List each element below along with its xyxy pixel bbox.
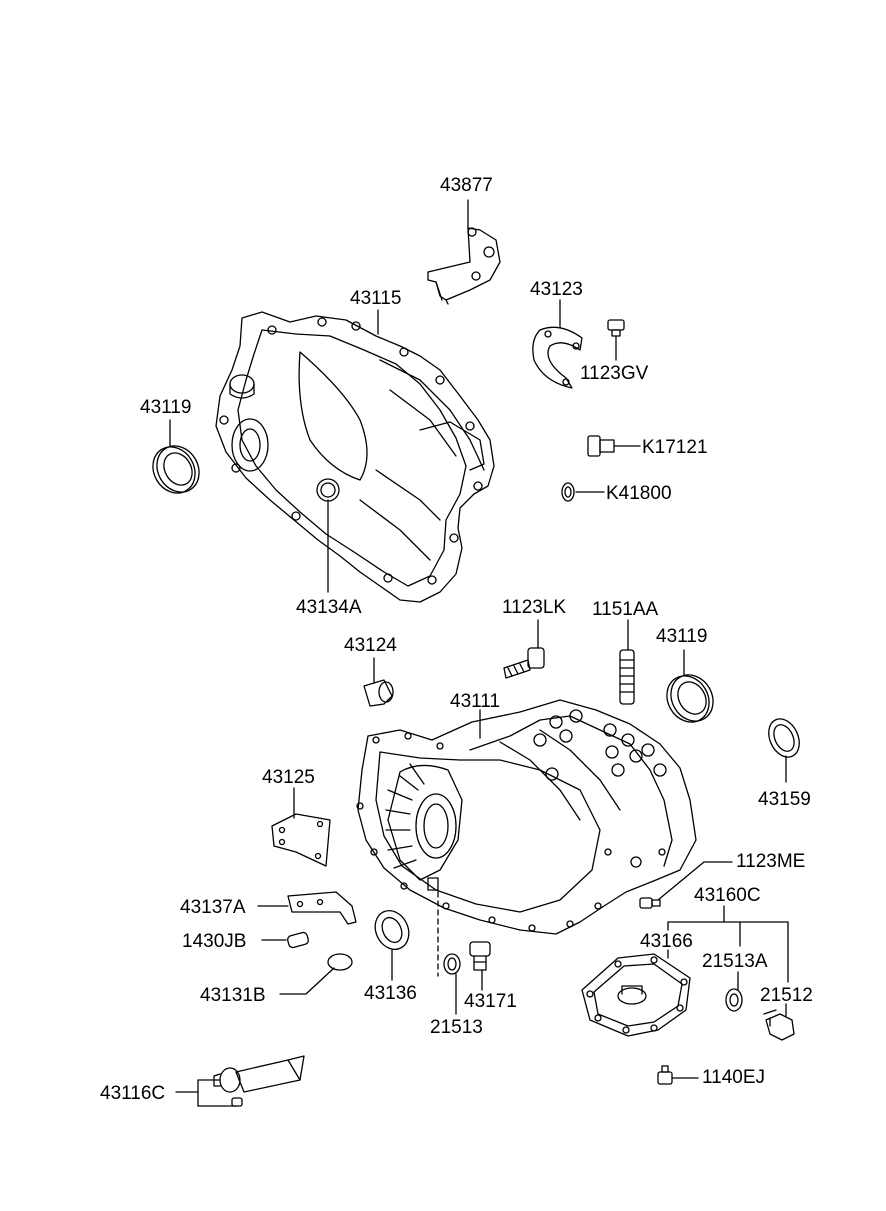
part-label-43119-top: 43119	[140, 397, 192, 418]
seal-43136	[374, 910, 410, 950]
part-label-21513: 21513	[430, 1017, 483, 1038]
bushing-43124	[363, 679, 394, 707]
part-label-1430JB: 1430JB	[182, 931, 247, 952]
sealant-tube-43116C	[213, 1055, 305, 1107]
oil-seal-43119-right	[666, 674, 714, 723]
bracket-43137A	[287, 891, 357, 925]
washer-K41800	[561, 482, 575, 502]
oil-pan-43166	[581, 953, 691, 1037]
part-label-43119-mid: 43119	[656, 626, 708, 647]
part-label-1151AA: 1151AA	[592, 599, 659, 620]
bolt-K17121	[587, 435, 615, 457]
part-label-43171: 43171	[464, 991, 517, 1012]
bolt-1140EJ	[657, 1065, 673, 1085]
stud-1151AA	[619, 649, 635, 705]
seal-43159	[768, 718, 800, 758]
retainer-43123	[532, 326, 583, 389]
bolt-1123ME	[639, 897, 661, 909]
part-label-43131B: 43131B	[200, 985, 266, 1006]
leader-43131B	[279, 967, 335, 995]
part-label-21512: 21512	[760, 985, 813, 1006]
washer-21513	[443, 953, 461, 975]
part-label-43136: 43136	[364, 983, 417, 1004]
part-label-1123ME: 1123ME	[736, 851, 806, 872]
plug-43171	[469, 941, 491, 971]
cover-43125	[271, 813, 331, 867]
part-label-43877: 43877	[440, 175, 493, 196]
part-label-K41800: K41800	[606, 483, 672, 504]
part-label-43137A: 43137A	[180, 897, 246, 918]
part-label-43159: 43159	[758, 789, 811, 810]
part-label-K17121: K17121	[642, 437, 708, 458]
bolt-1123GV	[607, 319, 625, 337]
part-label-43123: 43123	[530, 279, 583, 300]
bracket-43160C	[667, 905, 789, 983]
part-label-43160C: 43160C	[694, 885, 761, 906]
bolt-1123LK	[503, 647, 545, 679]
oil-seal-43119-left	[152, 445, 200, 494]
plug-43131B	[327, 953, 353, 971]
part-label-43166: 43166	[640, 931, 693, 952]
bracket-43877	[427, 227, 501, 305]
pin-1430JB	[287, 931, 309, 949]
part-label-21513A: 21513A	[702, 951, 768, 972]
part-label-43111: 43111	[450, 691, 501, 712]
washer-21513A	[725, 988, 743, 1012]
plug-21512	[763, 1009, 795, 1041]
part-label-1123GV: 1123GV	[580, 363, 649, 384]
part-label-1140EJ: 1140EJ	[702, 1067, 766, 1088]
part-label-43124: 43124	[344, 635, 397, 656]
leader-43116C	[197, 1079, 237, 1107]
transaxle-case-43111	[356, 699, 697, 935]
part-label-43115: 43115	[350, 288, 402, 309]
part-label-43125: 43125	[262, 767, 315, 788]
clutch-housing-43115	[215, 311, 495, 603]
part-label-43116C: 43116C	[100, 1083, 166, 1104]
leader-1123ME	[657, 861, 733, 901]
part-label-1123LK: 1123LK	[502, 597, 567, 618]
part-label-43134A: 43134A	[296, 597, 362, 618]
